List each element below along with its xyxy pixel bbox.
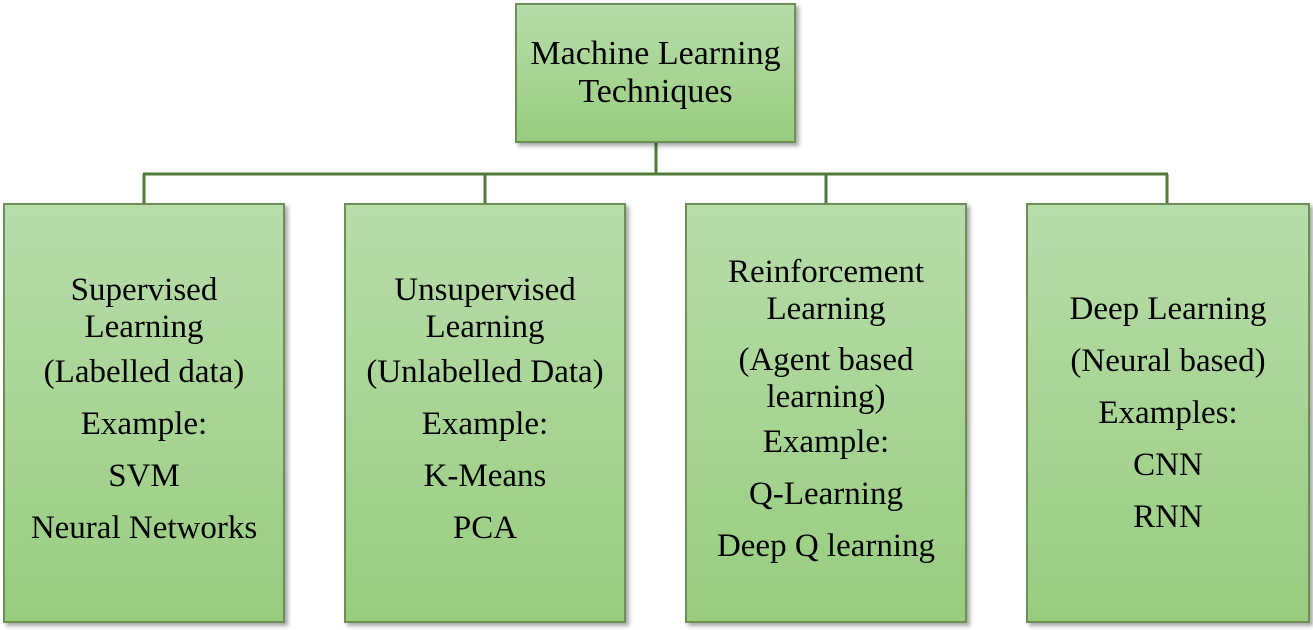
example-label: Examples: xyxy=(1098,395,1238,431)
category-node-deep: Deep Learning (Neural based) Examples: C… xyxy=(1026,203,1310,623)
example-item: PCA xyxy=(452,510,518,546)
example-item: Q-Learning xyxy=(749,476,903,512)
category-note: (Labelled data) xyxy=(43,354,245,390)
root-title-line1: Machine Learning xyxy=(530,35,781,72)
example-label: Example: xyxy=(80,406,208,442)
example-label: Example: xyxy=(762,424,890,460)
category-note-line2: learning) xyxy=(766,379,886,415)
category-title-line2: Learning xyxy=(425,309,545,345)
root-title-line2: Techniques xyxy=(578,73,733,110)
category-title-line1: Supervised xyxy=(70,272,218,308)
category-node-unsupervised: Unsupervised Learning (Unlabelled Data) … xyxy=(344,203,626,623)
category-title: Deep Learning xyxy=(1069,291,1267,327)
example-item: K-Means xyxy=(423,458,547,494)
category-note: (Neural based) xyxy=(1070,343,1266,379)
example-label: Example: xyxy=(421,406,549,442)
example-item: Neural Networks xyxy=(30,510,258,546)
category-node-reinforcement: Reinforcement Learning (Agent based lear… xyxy=(685,203,967,623)
example-item: CNN xyxy=(1133,447,1203,483)
category-note: (Unlabelled Data) xyxy=(366,354,604,390)
category-title-line1: Unsupervised xyxy=(394,272,576,308)
category-node-supervised: Supervised Learning (Labelled data) Exam… xyxy=(3,203,285,623)
example-item: Deep Q learning xyxy=(716,528,936,564)
category-title-line2: Learning xyxy=(84,309,204,345)
root-node: Machine Learning Techniques xyxy=(515,3,796,143)
category-title-line1: Reinforcement xyxy=(727,254,925,290)
example-item: RNN xyxy=(1133,499,1203,535)
category-title-line2: Learning xyxy=(766,291,886,327)
category-note-line1: (Agent based xyxy=(738,342,914,378)
example-item: SVM xyxy=(108,458,180,494)
